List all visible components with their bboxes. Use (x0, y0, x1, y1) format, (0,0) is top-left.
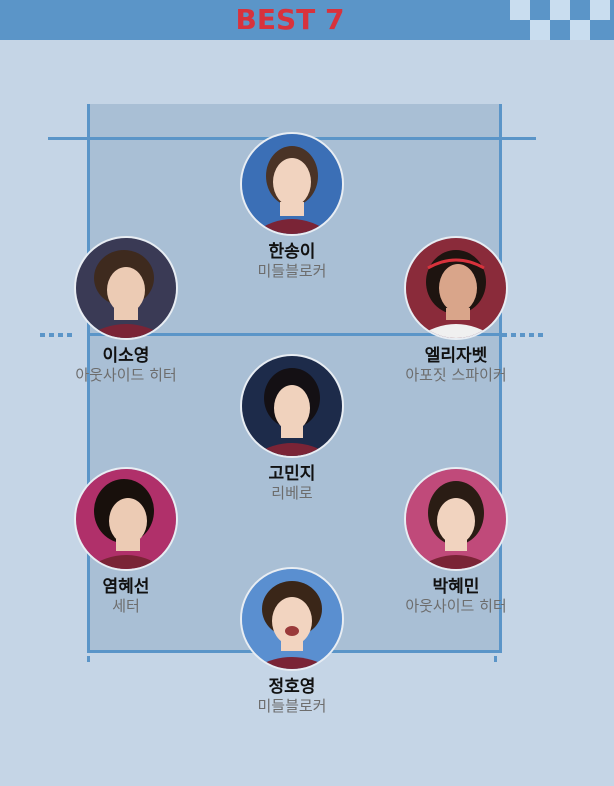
player-card: 엘리자벳 아포짓 스파이커 (376, 236, 536, 385)
player-photo (240, 132, 344, 236)
player-card: 한송이 미들블로커 (212, 132, 372, 281)
player-name: 이소영 (102, 346, 150, 366)
player-photo (74, 236, 178, 340)
player-position: 아웃사이드 히터 (75, 366, 177, 384)
player-photo (404, 236, 508, 340)
court-mid-line (87, 333, 499, 336)
checker-decoration (510, 0, 614, 40)
court-left-tick (87, 656, 90, 662)
player-card: 정호영 미들블로커 (212, 567, 372, 716)
player-card: 고민지 리베로 (212, 354, 372, 503)
player-position: 미들블로커 (257, 697, 327, 715)
player-name: 엘리자벳 (424, 346, 488, 366)
player-photo (74, 467, 178, 571)
player-position: 세터 (112, 597, 140, 615)
player-card: 박혜민 아웃사이드 히터 (376, 467, 536, 616)
player-name: 한송이 (268, 242, 316, 262)
player-position: 아웃사이드 히터 (405, 597, 507, 615)
player-position: 아포짓 스파이커 (405, 366, 507, 384)
player-position: 리베로 (271, 484, 313, 502)
player-card: 이소영 아웃사이드 히터 (46, 236, 206, 385)
player-name: 염혜선 (102, 577, 150, 597)
player-card: 염혜선 세터 (46, 467, 206, 616)
page-title: BEST 7 (235, 3, 345, 36)
player-photo (240, 354, 344, 458)
court-right-tick (494, 656, 497, 662)
court-left-dots (40, 333, 76, 337)
player-name: 정호영 (268, 677, 316, 697)
court-right-dots (502, 333, 544, 337)
player-photo (240, 567, 344, 671)
player-photo (404, 467, 508, 571)
player-name: 고민지 (268, 464, 316, 484)
player-position: 미들블로커 (257, 262, 327, 280)
player-name: 박혜민 (432, 577, 480, 597)
